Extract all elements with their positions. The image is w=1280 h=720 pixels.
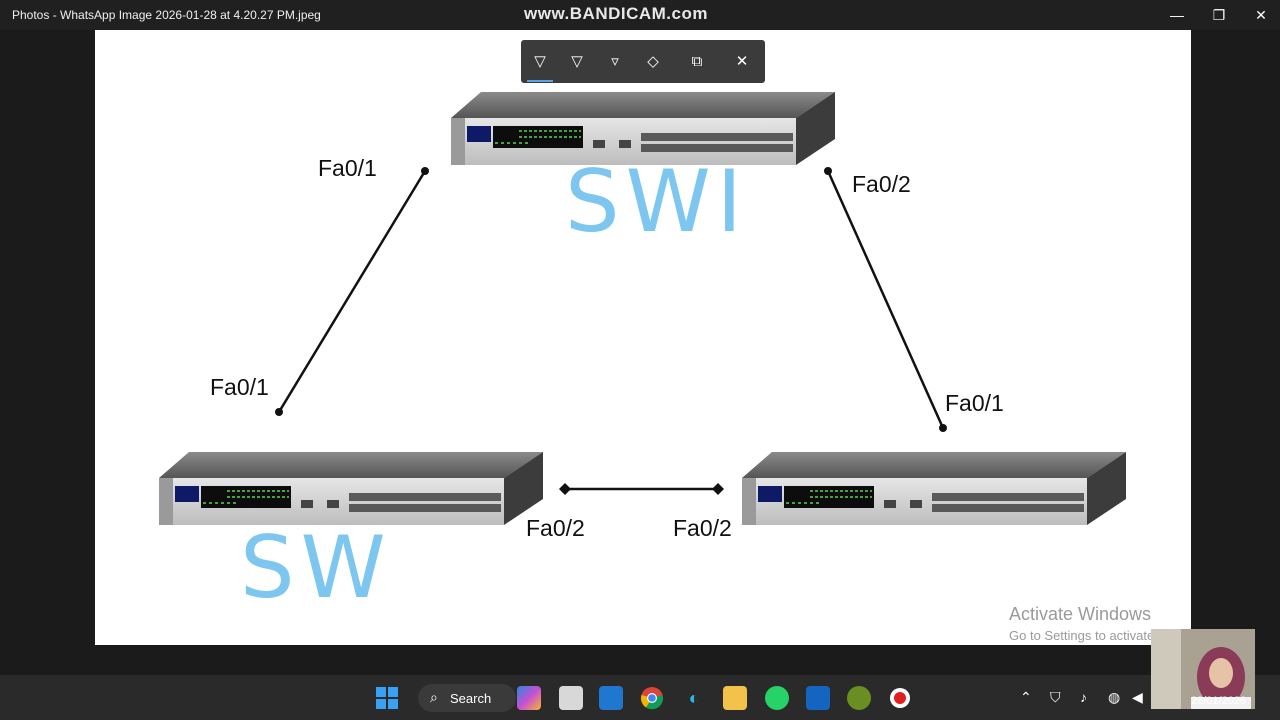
annotation-sw: SW — [240, 518, 392, 618]
copilot-icon[interactable] — [517, 686, 541, 710]
maximize-button[interactable]: ❐ — [1212, 7, 1226, 23]
search-icon: ⌕ — [430, 689, 438, 705]
chevron-up-icon[interactable]: ⌃ — [1020, 689, 1032, 705]
port-label-top-left: Fa0/1 — [318, 155, 377, 181]
bandicam-watermark: www.BANDICAM.com — [524, 4, 708, 23]
globe-icon[interactable]: ◍ — [1108, 689, 1121, 705]
photos-icon[interactable] — [806, 686, 830, 710]
sync-app-icon[interactable] — [599, 686, 623, 710]
speaker-icon[interactable]: ◀ — [1132, 689, 1143, 705]
record-icon[interactable] — [888, 686, 912, 710]
close-icon[interactable]: ✕ — [735, 53, 749, 70]
file-explorer-icon[interactable] — [723, 686, 747, 710]
window-title: Photos - WhatsApp Image 2026-01-28 at 4.… — [12, 8, 321, 22]
switch-right[interactable] — [742, 452, 1126, 525]
taskbar — [0, 675, 1280, 720]
switch-left[interactable] — [159, 452, 543, 525]
annotation-sw1: SWI — [565, 152, 748, 252]
edge-icon[interactable]: ◐ — [688, 688, 700, 708]
webcam-overlay: 28/01/2026 — [1151, 629, 1255, 709]
search-label: Search — [450, 691, 492, 706]
webcam-person — [1151, 629, 1255, 709]
ink-toolbar: ▽ ▽ ▿ ◇ ⧉ ✕ — [521, 40, 765, 83]
link-endpoints — [275, 167, 947, 495]
highlighter-icon[interactable]: ▿ — [611, 53, 619, 70]
port-label-bottom-left: Fa0/2 — [526, 515, 585, 541]
link-sw1-right — [826, 170, 945, 429]
copy-icon[interactable]: ⧉ — [691, 53, 703, 70]
links — [277, 170, 945, 491]
ballpoint-pen-icon[interactable]: ▽ — [525, 47, 555, 82]
taskbar-search[interactable]: ⌕ Search — [418, 684, 516, 712]
pencil-icon[interactable]: ▽ — [571, 53, 583, 70]
port-label-top-right: Fa0/2 — [852, 171, 911, 197]
eraser-icon[interactable]: ◇ — [647, 53, 659, 70]
port-label-bottom-right: Fa0/2 — [673, 515, 732, 541]
task-view-icon[interactable] — [559, 686, 583, 710]
shield-icon[interactable]: ⛉ — [1050, 689, 1061, 705]
app-icon[interactable] — [847, 686, 871, 710]
webcam-date: 28/01/2026 — [1191, 695, 1247, 707]
link-sw1-left — [277, 170, 427, 413]
close-window-button[interactable]: ✕ — [1255, 7, 1267, 23]
microphone-icon[interactable]: ♪ — [1080, 689, 1087, 705]
switch-top[interactable] — [451, 92, 835, 165]
whatsapp-icon[interactable] — [765, 686, 789, 710]
port-label-right-upper: Fa0/1 — [945, 390, 1004, 416]
port-label-left-upper: Fa0/1 — [210, 374, 269, 400]
windows-start-icon[interactable] — [375, 686, 399, 710]
title-bar: Photos - WhatsApp Image 2026-01-28 at 4.… — [0, 0, 1280, 30]
minimize-button[interactable]: — — [1170, 7, 1184, 23]
activate-title: Activate Windows — [1009, 604, 1152, 624]
chrome-icon[interactable] — [640, 686, 664, 710]
